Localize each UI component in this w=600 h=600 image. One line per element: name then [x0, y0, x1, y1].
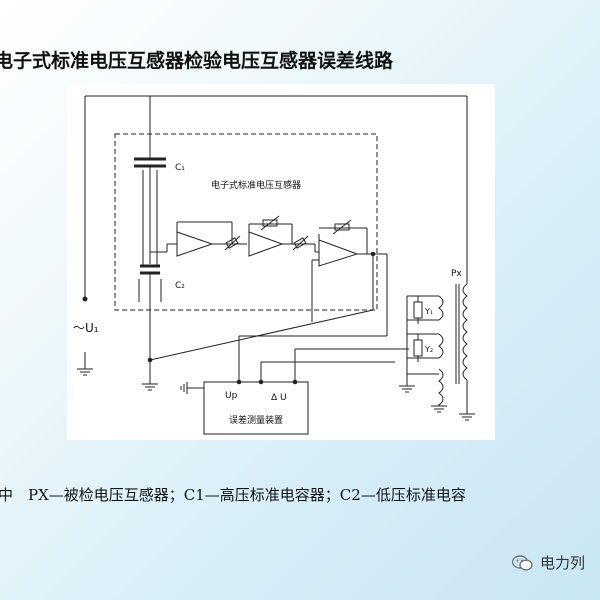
up-terminal [236, 379, 242, 385]
px-primary-coil [462, 283, 468, 381]
burden-y2 [413, 339, 423, 357]
amplifier-3 [318, 239, 359, 267]
px-secondary-coil-1 [438, 295, 444, 321]
var-resistor-3 [293, 237, 307, 249]
du-terminal-2 [292, 379, 298, 385]
wechat-icon [512, 554, 533, 571]
var-resistor-4 [334, 223, 350, 231]
du-terminal-1 [258, 379, 264, 385]
amplifier-1 [176, 231, 214, 257]
label-c1: C₁ [175, 163, 185, 173]
amplifier-2 [248, 231, 284, 257]
circuit-svg: C₁ C₂ 电子式标准电压互感器 ～U₁ Px Y₁ Y₂ Up Δ U 误差测… [73, 95, 475, 435]
standard-vt-enclosure [114, 133, 378, 311]
diagonal-wire [149, 309, 374, 361]
figure-caption: 中 PX—被检电压互感器；C1—高压标准电容器；C2—低压标准电容 [0, 486, 466, 504]
label-device: 误差测量装置 [229, 414, 283, 426]
px-secondary-coil-3 [438, 368, 444, 406]
burden-y1 [413, 301, 423, 319]
page-title: 电子式标准电压互感器检验电压互感器误差线路 [0, 50, 394, 72]
px-secondary-coil-2 [438, 333, 444, 359]
var-resistor-1-arrow [224, 235, 241, 251]
circuit-diagram: C₁ C₂ 电子式标准电压互感器 ～U₁ Px Y₁ Y₂ Up Δ U 误差测… [67, 84, 495, 440]
var-resistor-1 [225, 237, 239, 249]
var-resistor-2 [262, 219, 278, 227]
var-resistor-3-arrow [292, 235, 309, 251]
watermark-text: 电力列 [540, 554, 586, 572]
label-source: ～U₁ [73, 321, 99, 335]
label-c2: C₂ [175, 281, 185, 291]
watermark: 电力列 [512, 552, 585, 573]
diag-junction [147, 357, 153, 363]
var-resistor-2-arrow [260, 215, 280, 231]
label-px: Px [451, 269, 462, 279]
label-up: Up [225, 391, 238, 401]
source-terminal-top [82, 296, 88, 302]
label-y1: Y₁ [424, 307, 433, 316]
label-du: Δ U [271, 393, 287, 403]
var-resistor-4-arrow [332, 219, 352, 235]
error-measuring-device [203, 381, 309, 435]
label-y2: Y₂ [424, 345, 433, 354]
label-box-title: 电子式标准电压互感器 [211, 179, 301, 191]
